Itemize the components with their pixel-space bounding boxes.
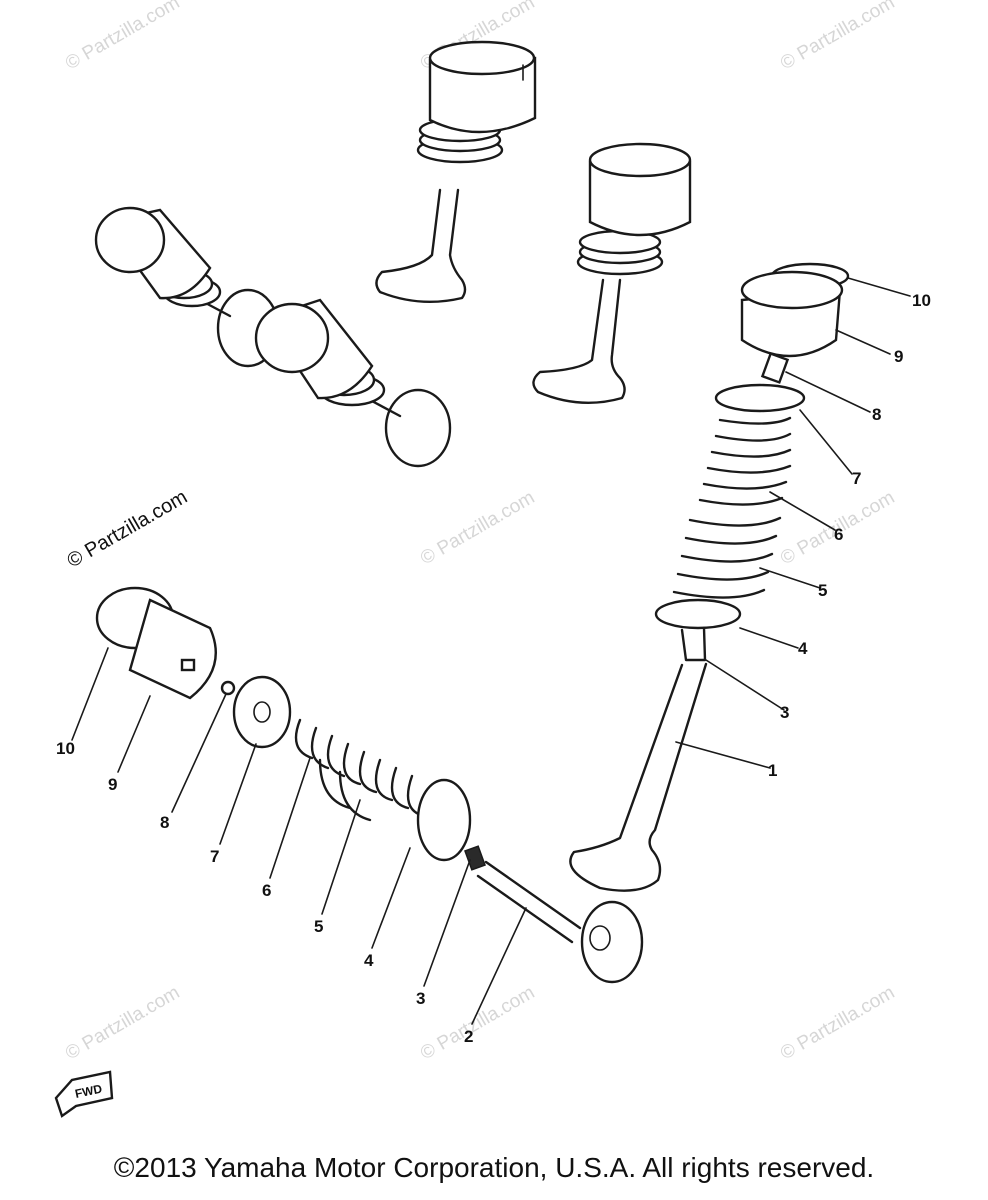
fwd-arrow-icon: FWD bbox=[54, 1070, 114, 1118]
callout-8: 8 bbox=[872, 405, 881, 424]
callout-2: 2 bbox=[464, 1027, 473, 1046]
callout-9: 9 bbox=[894, 347, 903, 366]
valve-assembly-right-exploded bbox=[569, 262, 850, 892]
callout-10: 10 bbox=[56, 739, 75, 758]
watermark: © Partzilla.com bbox=[777, 0, 898, 74]
callout-5: 5 bbox=[818, 581, 827, 600]
valve-assembly-upper-left bbox=[94, 206, 452, 468]
watermark: © Partzilla.com bbox=[417, 982, 538, 1064]
callout-7: 7 bbox=[852, 469, 861, 488]
valve-assembly-top-right bbox=[532, 142, 692, 404]
fwd-label: FWD bbox=[74, 1081, 104, 1100]
callout-6: 6 bbox=[262, 881, 271, 900]
watermark: © Partzilla.com bbox=[62, 0, 183, 74]
callout-4: 4 bbox=[364, 951, 374, 970]
callouts-right: 10 9 8 7 6 5 4 3 1 bbox=[675, 277, 931, 780]
valve-assembly-top-center bbox=[375, 40, 537, 304]
callout-5: 5 bbox=[314, 917, 323, 936]
callout-7: 7 bbox=[210, 847, 219, 866]
callout-1: 1 bbox=[768, 761, 777, 780]
callout-6: 6 bbox=[834, 525, 843, 544]
copyright-footer: ©2013 Yamaha Motor Corporation, U.S.A. A… bbox=[113, 1152, 875, 1183]
valve-assembly-lower-left-exploded bbox=[95, 586, 644, 984]
callout-3: 3 bbox=[416, 989, 425, 1008]
watermark: © Partzilla.com bbox=[417, 487, 538, 569]
watermark: © Partzilla.com bbox=[62, 982, 183, 1064]
callout-9: 9 bbox=[108, 775, 117, 794]
watermark: © Partzilla.com bbox=[777, 982, 898, 1064]
callout-4: 4 bbox=[798, 639, 808, 658]
watermark-prominent: © Partzilla.com bbox=[64, 486, 192, 572]
callout-8: 8 bbox=[160, 813, 169, 832]
callout-3: 3 bbox=[780, 703, 789, 722]
callouts-left: 10 9 8 7 6 5 4 3 2 bbox=[56, 647, 527, 1046]
callout-10: 10 bbox=[912, 291, 931, 310]
